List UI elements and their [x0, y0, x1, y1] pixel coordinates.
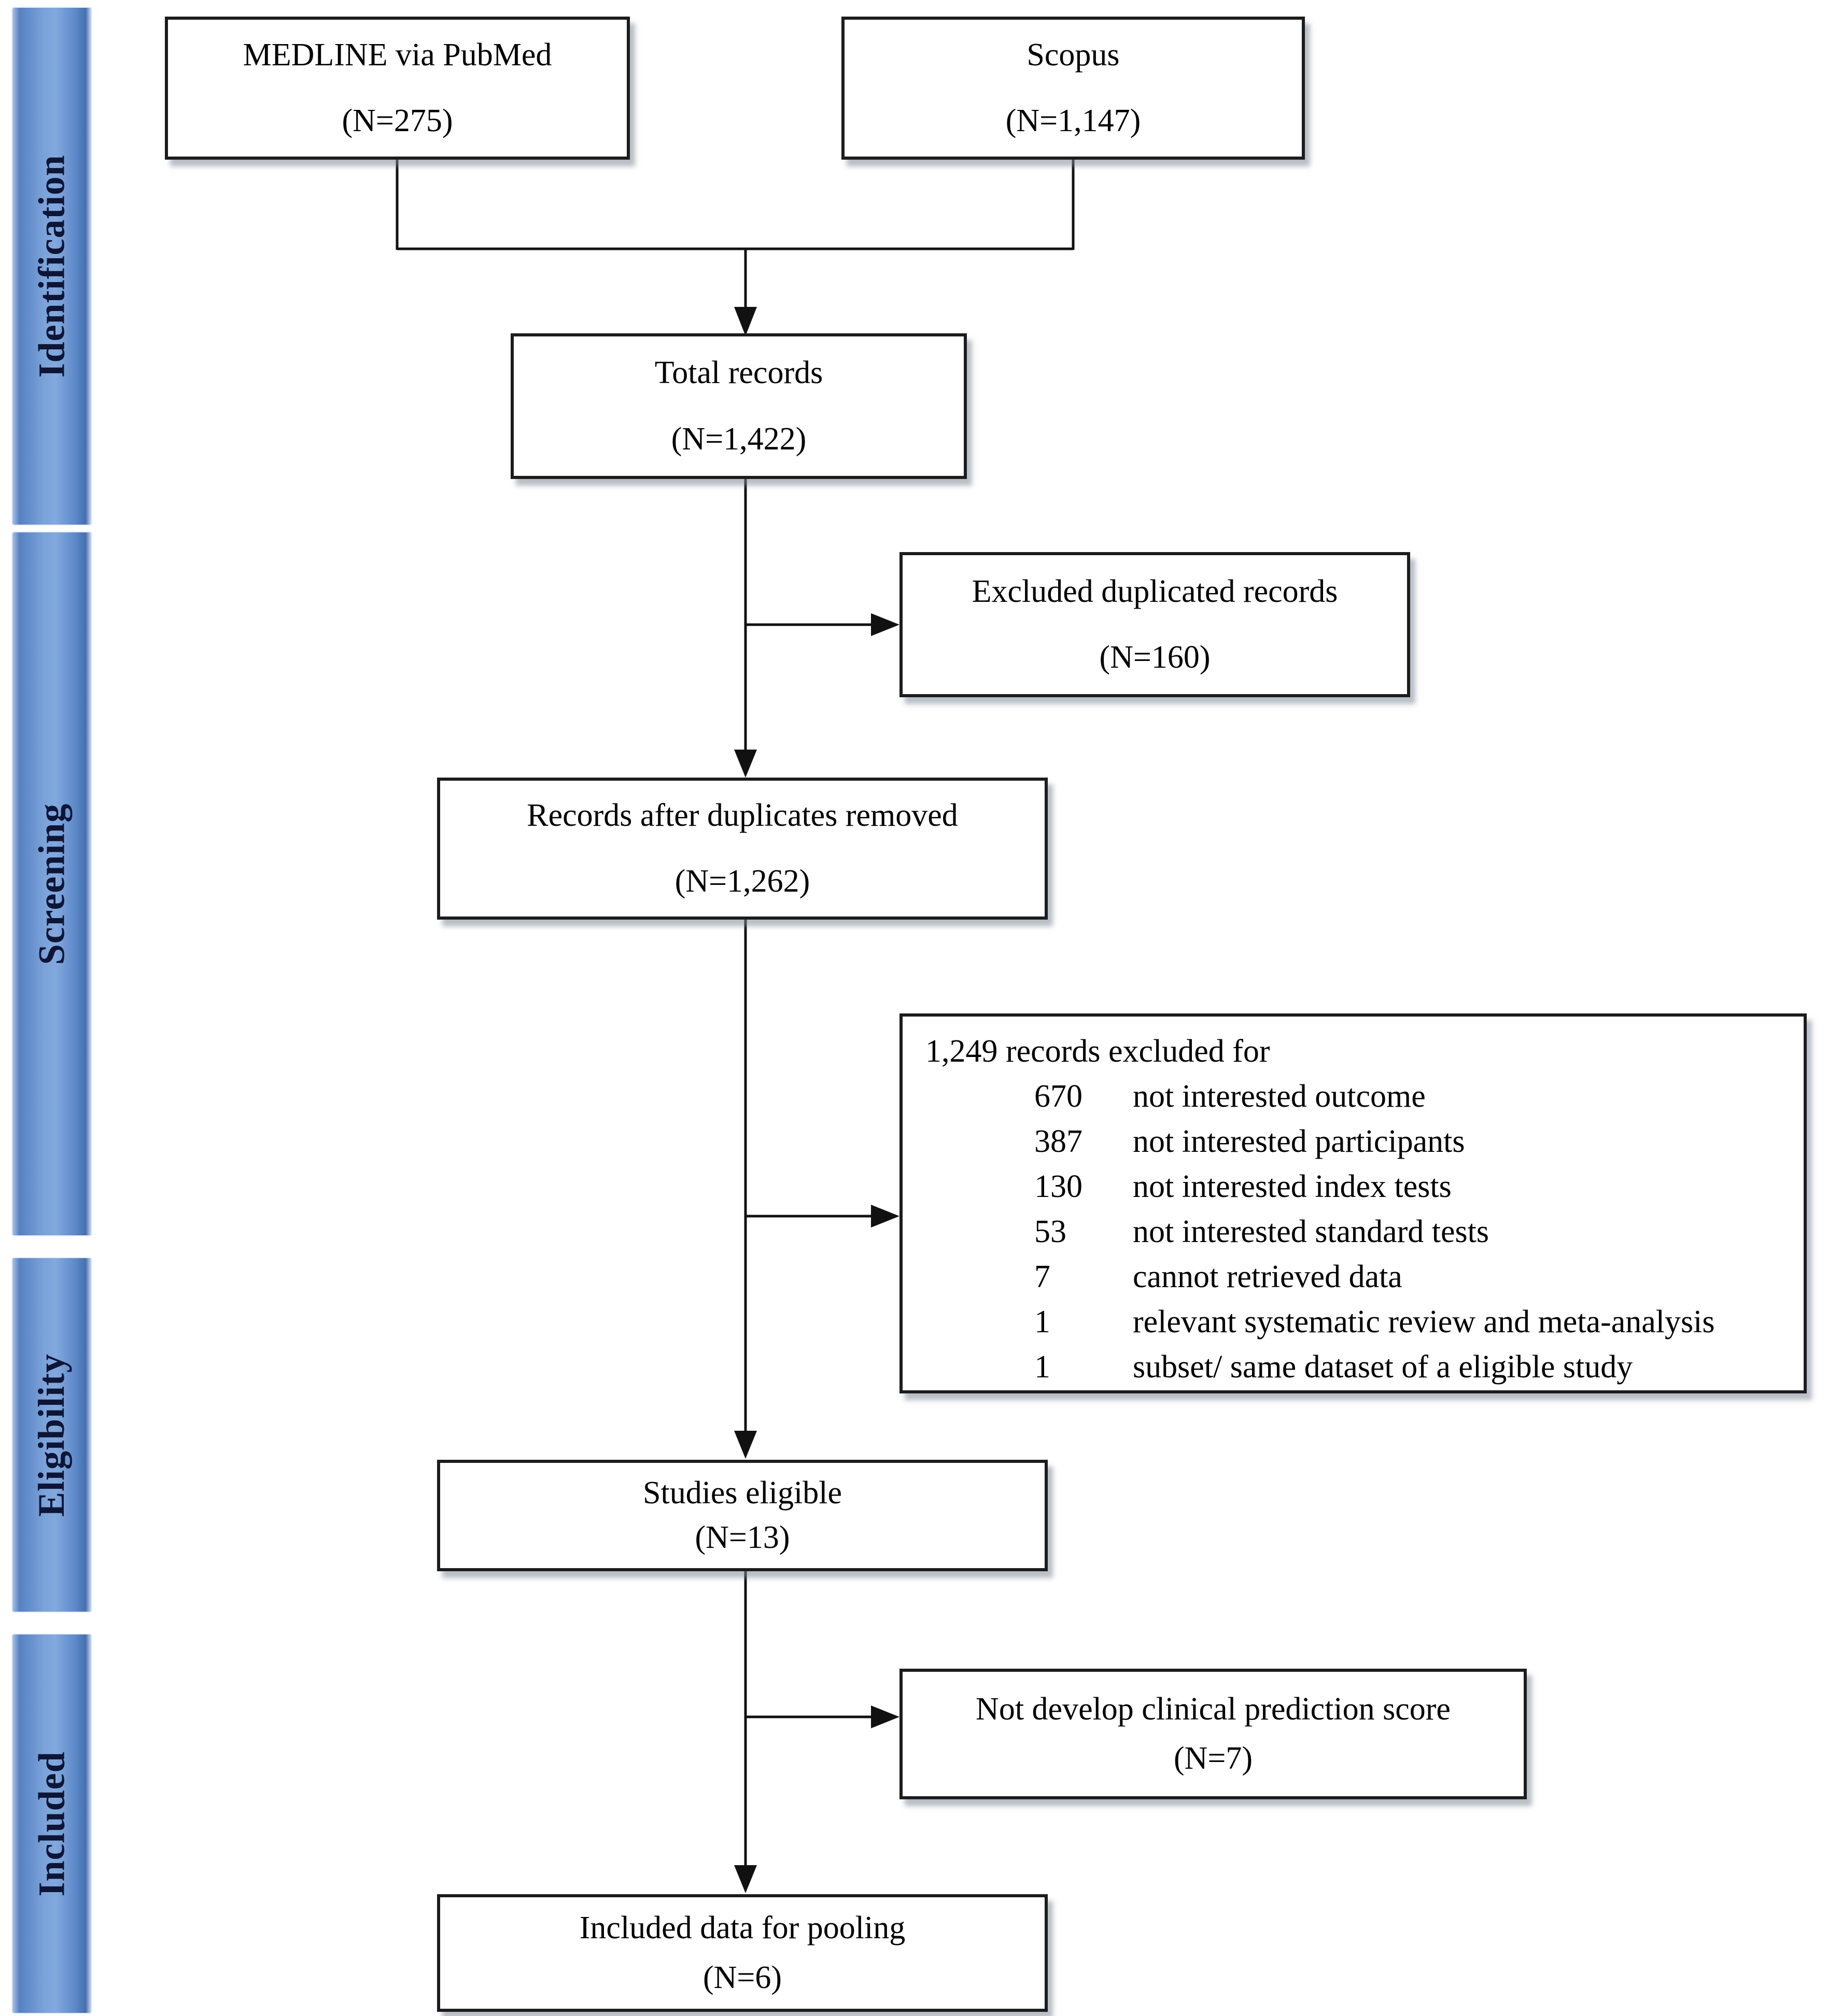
flow-box-studies-eligible: Studies eligible (N=13) [437, 1460, 1048, 1571]
studies-eligible-count: (N=13) [695, 1519, 790, 1555]
scopus-label: Scopus [1027, 37, 1120, 73]
reason-text: not interested standard tests [1133, 1214, 1489, 1249]
arrowhead-not-develop [871, 1705, 899, 1728]
after-duplicates-count: (N=1,262) [674, 864, 810, 899]
exclusion-reason-row: 387 not interested participants [925, 1119, 1794, 1164]
not-develop-label: Not develop clinical prediction score [976, 1691, 1451, 1727]
flow-box-included-pooling: Included data for pooling (N=6) [437, 1894, 1048, 2012]
reason-text: not interested index tests [1133, 1169, 1452, 1204]
stage-label-screening: Screening [31, 803, 73, 965]
arrowhead-excluded-screening [871, 1205, 899, 1228]
studies-eligible-label: Studies eligible [642, 1475, 842, 1511]
reason-count: 387 [1034, 1124, 1082, 1159]
reason-text: not interested participants [1133, 1124, 1465, 1159]
exclusion-reason-row: 53 not interested standard tests [925, 1209, 1794, 1254]
excluded-duplicates-label: Excluded duplicated records [972, 573, 1338, 609]
exclusion-reason-row: 1 relevant systematic review and meta-an… [925, 1300, 1794, 1345]
scopus-count: (N=1,147) [1005, 103, 1141, 138]
flow-box-excluded-screening: 1,249 records excluded for 670 not inter… [899, 1013, 1807, 1393]
flow-box-not-develop: Not develop clinical prediction score (N… [899, 1669, 1527, 1799]
reason-text: relevant systematic review and meta-anal… [1133, 1304, 1715, 1340]
flow-box-scopus: Scopus (N=1,147) [841, 17, 1305, 160]
total-records-count: (N=1,422) [671, 421, 807, 457]
arrowhead-after-duplicates [734, 750, 757, 778]
exclusion-reason-row: 130 not interested index tests [925, 1164, 1794, 1209]
excluded-duplicates-count: (N=160) [1099, 640, 1211, 675]
exclusion-reason-row: 1 subset/ same dataset of a eligible stu… [925, 1345, 1794, 1390]
flow-box-excluded-duplicates: Excluded duplicated records (N=160) [899, 552, 1410, 697]
flow-box-total-records: Total records (N=1,422) [511, 333, 967, 479]
excluded-screening-header: 1,249 records excluded for [925, 1034, 1270, 1069]
reason-count: 130 [1034, 1169, 1082, 1204]
arrowhead-included-pooling [734, 1865, 757, 1893]
medline-label: MEDLINE via PubMed [243, 37, 552, 73]
reason-count: 53 [1034, 1214, 1066, 1249]
not-develop-count: (N=7) [1173, 1741, 1253, 1776]
stage-label-included: Included [31, 1751, 73, 1897]
stage-label-identification: Identification [31, 154, 73, 378]
reason-count: 7 [1034, 1259, 1050, 1294]
arrowhead-total-records [734, 307, 757, 336]
after-duplicates-label: Records after duplicates removed [527, 797, 958, 833]
stage-bar-screening: Screening [12, 532, 91, 1235]
stage-bar-included: Included [12, 1634, 91, 2013]
medline-count: (N=275) [342, 103, 453, 138]
included-pooling-label: Included data for pooling [579, 1910, 906, 1946]
total-records-label: Total records [654, 355, 823, 391]
stage-bar-eligibility: Eligibility [12, 1258, 91, 1612]
stage-label-eligibility: Eligibility [31, 1353, 73, 1517]
reason-text: not interested outcome [1133, 1079, 1426, 1114]
exclusion-reason-row: 670 not interested outcome [925, 1074, 1794, 1119]
reason-text: subset/ same dataset of a eligible study [1133, 1349, 1633, 1385]
reason-text: cannot retrieved data [1133, 1259, 1402, 1294]
flow-box-after-duplicates: Records after duplicates removed (N=1,26… [437, 778, 1048, 920]
flow-box-medline: MEDLINE via PubMed (N=275) [165, 17, 630, 160]
reason-count: 1 [1034, 1349, 1050, 1385]
reason-count: 670 [1034, 1079, 1082, 1114]
reason-count: 1 [1034, 1304, 1050, 1340]
arrowhead-studies-eligible [734, 1431, 757, 1459]
stage-bar-identification: Identification [12, 8, 91, 525]
included-pooling-count: (N=6) [702, 1959, 782, 1995]
arrowhead-excluded-duplicates [871, 613, 899, 636]
exclusion-reason-row: 7 cannot retrieved data [925, 1254, 1794, 1300]
